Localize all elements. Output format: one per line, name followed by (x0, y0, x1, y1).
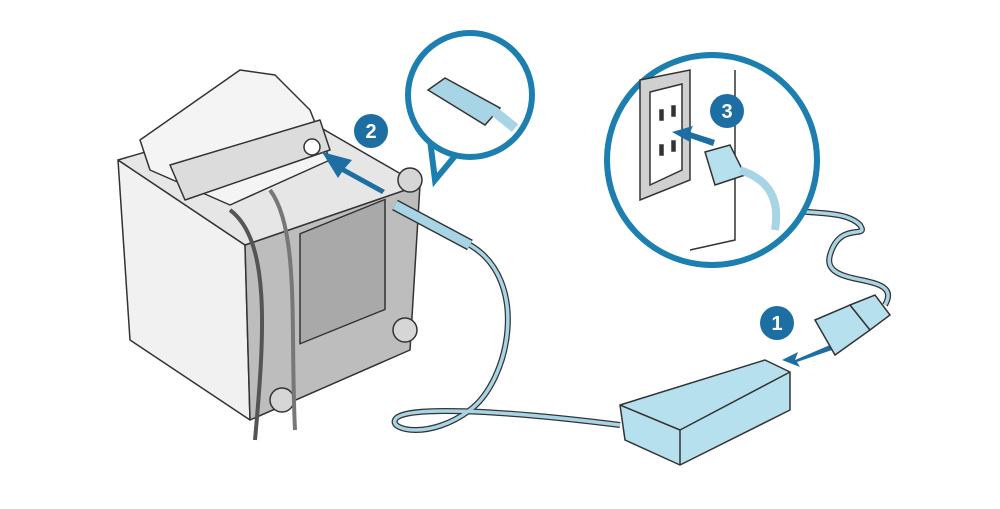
step-1-badge: 1 (760, 306, 794, 340)
dc-inlet (303, 138, 321, 156)
label-plate (299, 198, 386, 345)
power-adapter-icon (619, 359, 791, 466)
arrow-icon (322, 152, 385, 194)
wall-outlet-icon (639, 69, 691, 202)
foot (397, 167, 423, 193)
step-2-number: 2 (365, 121, 376, 143)
foot (392, 317, 418, 343)
arrow-icon (672, 126, 715, 146)
ac-connector-icon (813, 294, 892, 357)
ac-plug-icon (704, 144, 781, 231)
connector-panel (169, 119, 331, 201)
step-2-badge: 2 (354, 114, 388, 148)
printer-illustration (117, 69, 423, 441)
foot (269, 387, 295, 413)
wall-outlet-callout: 3 (604, 52, 820, 268)
usb-cable (228, 208, 265, 441)
dc-plug-callout (405, 30, 535, 188)
dc-cable (391, 199, 621, 433)
arrow-icon (782, 345, 832, 367)
ac-cord (767, 197, 891, 307)
dc-plug-icon (426, 77, 519, 132)
step-3-number: 3 (721, 101, 732, 123)
step-1-number: 1 (771, 313, 782, 335)
lan-cable (268, 188, 297, 431)
step-3-badge: 3 (710, 94, 744, 128)
